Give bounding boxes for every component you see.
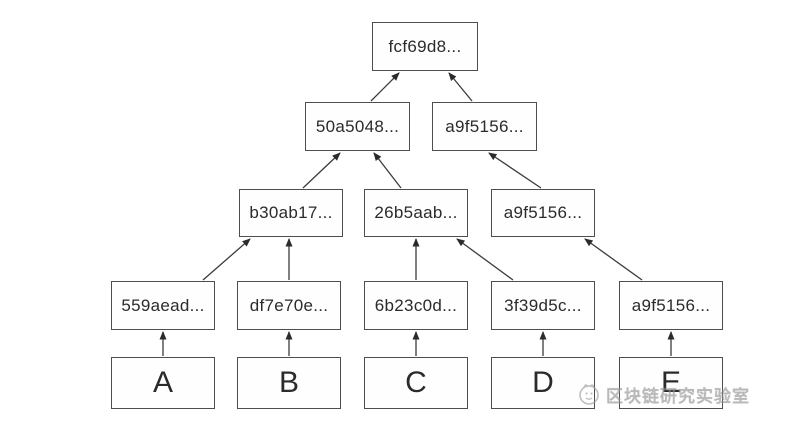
- node-hash-level2-right: a9f5156...: [432, 102, 537, 151]
- leaf-node-c: C: [364, 357, 468, 409]
- node-hash-level3-1: b30ab17...: [239, 189, 343, 237]
- node-root-hash: fcf69d8...: [372, 22, 478, 71]
- leaf-node-b: B: [237, 357, 341, 409]
- node-hash-level4-5: a9f5156...: [619, 281, 723, 330]
- leaf-node-d: D: [491, 357, 595, 409]
- leaf-node-a: A: [111, 357, 215, 409]
- node-hash-level3-3: a9f5156...: [491, 189, 595, 237]
- node-hash-level3-2: 26b5aab...: [364, 189, 468, 237]
- node-hash-level4-1: 559aead...: [111, 281, 215, 330]
- node-hash-level2-left: 50a5048...: [305, 102, 410, 151]
- node-hash-level4-2: df7e70e...: [237, 281, 341, 330]
- node-hash-level4-3: 6b23c0d...: [364, 281, 468, 330]
- node-hash-level4-4: 3f39d5c...: [491, 281, 595, 330]
- leaf-node-e: E: [619, 357, 723, 409]
